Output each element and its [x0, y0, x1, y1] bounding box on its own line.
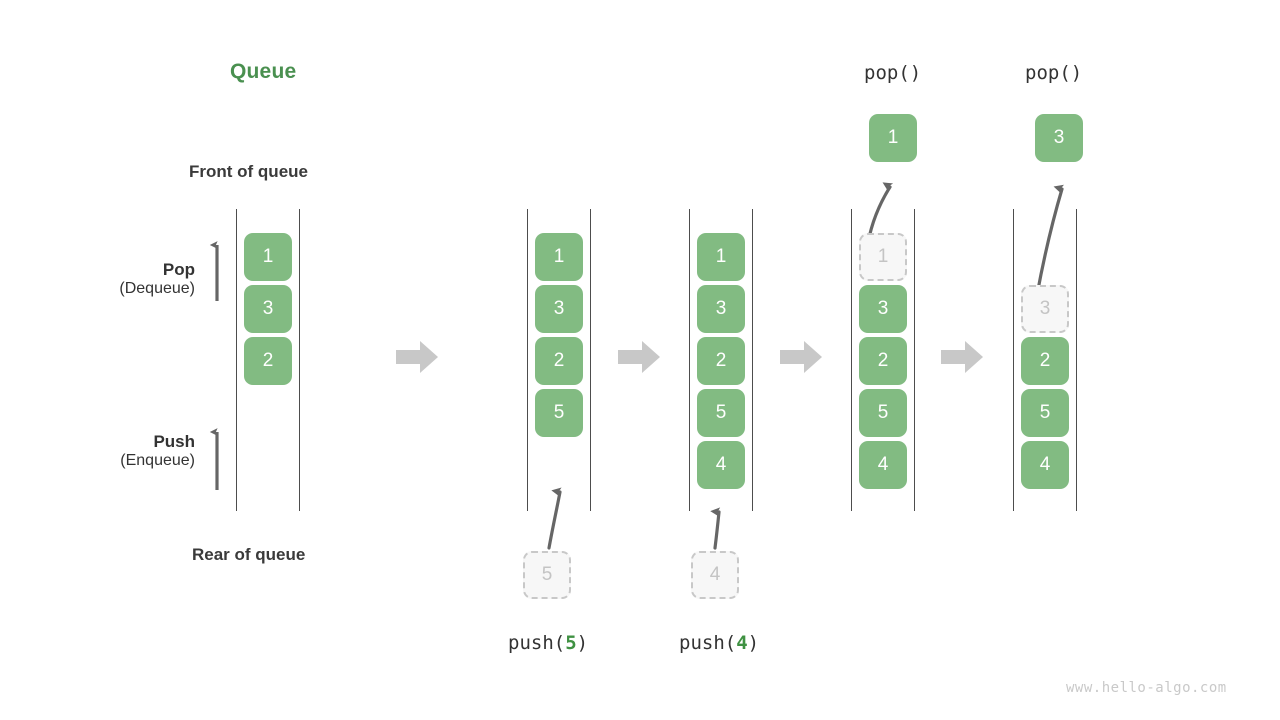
- push-label-group: Push (Enqueue): [10, 432, 195, 470]
- caption-arg: 5: [565, 632, 577, 654]
- step-arrow-icon: [941, 341, 983, 373]
- queue-rail-left: [527, 209, 528, 511]
- queue-rail-left: [236, 209, 237, 511]
- queue-rail-left: [689, 209, 690, 511]
- queue-cell: 2: [1021, 337, 1069, 385]
- queue-cell: 5: [1021, 389, 1069, 437]
- step-arrow-icon: [396, 341, 438, 373]
- queue-cell-new: 5: [535, 389, 583, 437]
- queue-cell: 3: [244, 285, 292, 333]
- queue-cell: 3: [535, 285, 583, 333]
- caption-arg: 4: [736, 632, 748, 654]
- queue-cell-removed: 1: [859, 233, 907, 281]
- pop-label: Pop: [162, 260, 195, 279]
- incoming-ghost-cell: 5: [523, 551, 571, 599]
- diagram-title: Queue: [230, 60, 297, 83]
- push-flow-arrow-icon: [710, 507, 721, 550]
- front-of-queue-label: Front of queue: [189, 162, 308, 181]
- popped-cell: 3: [1035, 114, 1083, 162]
- queue-cell: 2: [697, 337, 745, 385]
- queue-rail-right: [590, 209, 591, 511]
- watermark: www.hello-algo.com: [1066, 680, 1227, 696]
- caption-prefix: push(: [508, 632, 566, 654]
- pop-label-group: Pop (Dequeue): [10, 260, 195, 298]
- queue-cell: 2: [535, 337, 583, 385]
- caption-suffix: ): [747, 632, 760, 654]
- queue-cell: 1: [697, 233, 745, 281]
- queue-cell: 2: [244, 337, 292, 385]
- pop-flow-arrow-icon: [1035, 184, 1064, 297]
- push-sublabel: (Enqueue): [120, 452, 195, 469]
- queue-cell: 5: [697, 389, 745, 437]
- queue-rail-right: [752, 209, 753, 511]
- step-arrow-icon: [618, 341, 660, 373]
- queue-rail-left: [1013, 209, 1014, 511]
- queue-cell: 3: [697, 285, 745, 333]
- push-flow-arrow-icon: [547, 487, 562, 550]
- pop-caption-2: pop(): [1025, 62, 1083, 84]
- queue-rail-right: [914, 209, 915, 511]
- pop-caption-1: pop(): [864, 62, 922, 84]
- queue-cell: 3: [859, 285, 907, 333]
- queue-cell-new: 4: [697, 441, 745, 489]
- queue-cell: 1: [244, 233, 292, 281]
- caption-suffix: ): [576, 632, 589, 654]
- incoming-ghost-cell: 4: [691, 551, 739, 599]
- queue-rail-right: [299, 209, 300, 511]
- push-5-caption: push(5): [508, 632, 588, 654]
- push-direction-arrow-icon: [209, 428, 219, 490]
- rear-of-queue-label: Rear of queue: [192, 545, 306, 564]
- pop-sublabel: (Dequeue): [119, 280, 195, 297]
- push-label: Push: [153, 432, 195, 451]
- queue-cell-removed: 3: [1021, 285, 1069, 333]
- queue-cell: 2: [859, 337, 907, 385]
- popped-cell: 1: [869, 114, 917, 162]
- queue-cell: 4: [1021, 441, 1069, 489]
- queue-cell: 4: [859, 441, 907, 489]
- queue-cell: 1: [535, 233, 583, 281]
- pop-direction-arrow-icon: [209, 241, 219, 301]
- queue-rail-right: [1076, 209, 1077, 511]
- caption-prefix: push(: [679, 632, 737, 654]
- step-arrow-icon: [780, 341, 822, 373]
- queue-rail-left: [851, 209, 852, 511]
- push-4-caption: push(4): [679, 632, 759, 654]
- queue-cell: 5: [859, 389, 907, 437]
